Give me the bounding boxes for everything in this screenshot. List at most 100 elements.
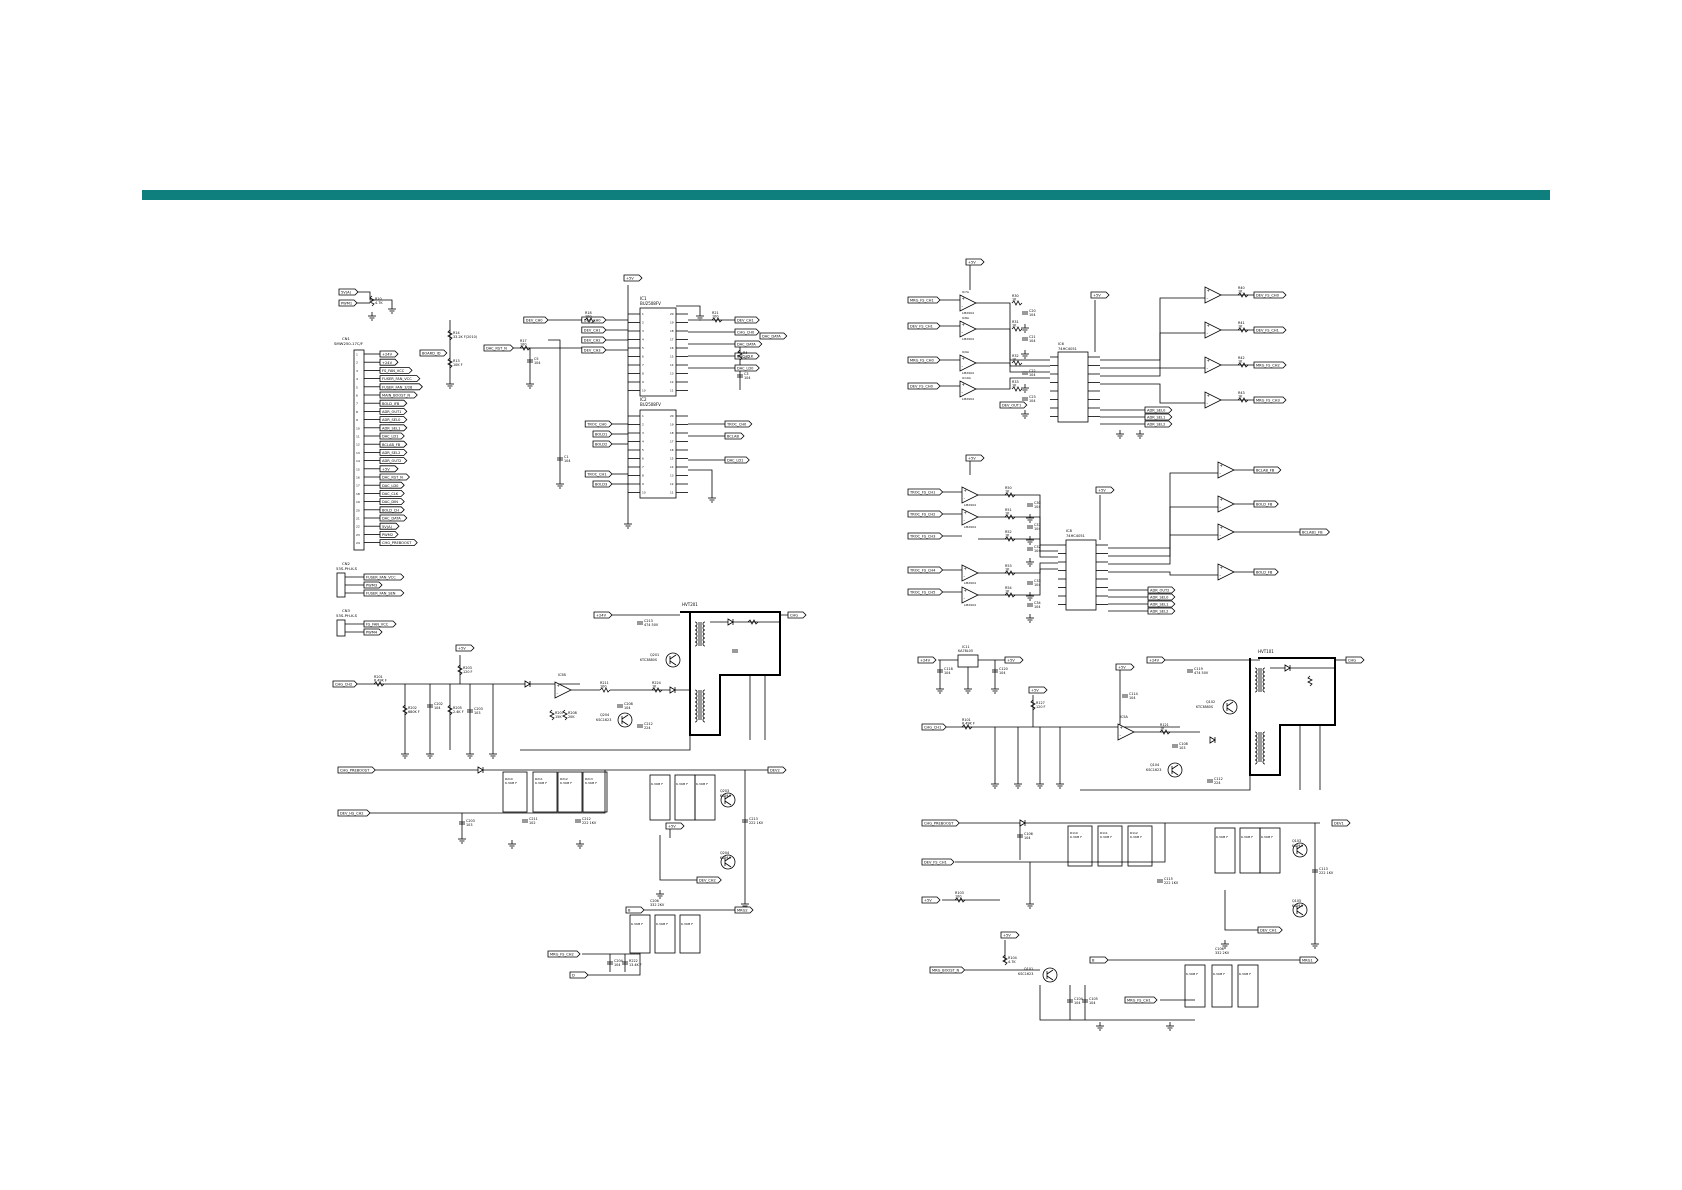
wire [976, 328, 1050, 367]
wire [955, 823, 1166, 863]
dev-r-val-1: 6.34M F [535, 781, 547, 785]
right-mid-res-0 [1004, 492, 1016, 498]
right-mid-out-0-text: BCLAB_FB [1256, 469, 1275, 473]
flag-hv-chg-right-text: CHG [1348, 659, 1356, 663]
cn1-signal-11-text: BCLAB_FB [382, 443, 401, 447]
cn3-body [336, 619, 346, 637]
right-top-out-amp-1 [1204, 321, 1222, 339]
right-mid-opamp-part-1: LM2904 [964, 525, 976, 529]
hvt201-xfmr1 [702, 629, 706, 635]
cn1-signal-12-text: ADR_SEL2 [382, 451, 400, 455]
r127-ref: R127 [1036, 701, 1045, 705]
ic2-out-1 [724, 432, 745, 440]
flag-mrg-boost [929, 966, 966, 974]
right-mrg-bank-0 [1184, 964, 1206, 1008]
ic2-in-0-text: TROC_CH0 [586, 423, 607, 427]
flag-right-5v-ic6-text: +5V [1093, 294, 1101, 298]
right-mid-opamp-part-3: LM2904 [964, 581, 976, 585]
right-ic11-ref: IC11 [962, 645, 970, 649]
cn1-signal-18 [379, 498, 405, 506]
ic1-pin-num: 10 [642, 389, 646, 393]
flag-mrg2 [734, 906, 754, 914]
wire [1108, 506, 1218, 557]
right-mid-out-1 [1253, 500, 1279, 508]
right-top-opamp-part-1: LM2904 [962, 337, 974, 341]
right-mid-cap-2-ref: C32 [1034, 545, 1041, 549]
ic2-pin-num: 19 [670, 423, 674, 427]
cn1-signal-17 [379, 489, 405, 497]
cn1-pin-num: 17 [356, 484, 360, 488]
mrg-bank-2 [679, 914, 701, 954]
cn1-signal-5 [379, 391, 418, 399]
wire [1100, 367, 1205, 377]
flag-left-5v-3-text: +5V [668, 825, 676, 829]
right-mid-res-3-val: 1K [1005, 568, 1010, 572]
ic5b-opamp-minus: - [557, 691, 559, 696]
ic1-out-2-text: DAC_DATA [737, 343, 756, 347]
r14 [447, 329, 453, 341]
flag-board-id [419, 349, 448, 357]
cn1-signal-4 [379, 383, 423, 391]
hvt201-xfmr2 [694, 693, 698, 699]
right-mid-res-2-val: 1K [1005, 534, 1010, 538]
r127-val: 120 F [1036, 705, 1046, 709]
ic1-in-0 [581, 316, 607, 324]
ic1-in-3-text: DEV_CH3 [584, 349, 601, 353]
hvt101-xfmr1 [1254, 683, 1258, 689]
ic5b-opamp [554, 681, 572, 699]
cn1-pin-num: 23 [356, 533, 360, 537]
right-top-opamp-3-plus: + [962, 382, 965, 387]
q204-part: KSC1623 [596, 718, 611, 722]
q102-ref: Q102 [1206, 700, 1215, 704]
right-top-opamp-3 [959, 380, 977, 398]
ic1-pin-num: 18 [670, 329, 674, 333]
right-mid-out-amp-1-minus: - [1220, 505, 1222, 510]
right-mid-out-amp-0-plus: + [1220, 463, 1223, 468]
right-dev-bank-0 [1067, 825, 1093, 867]
c119-ref: C119 [1194, 667, 1203, 671]
right-mid-cap-0-ref: C30 [1034, 501, 1041, 505]
hvt201-xfmr2 [694, 717, 698, 723]
r13-val: 10K F [453, 363, 463, 367]
right-mrg-val-1: 6.34M F [1213, 972, 1225, 976]
ic1-pin-num: 16 [670, 346, 674, 350]
right-top-res-3 [1011, 386, 1023, 392]
cn1-signal-1-text: +24V [382, 361, 393, 365]
cn2-signal-0 [363, 573, 405, 581]
ic2-in-4 [592, 480, 613, 488]
c5-val: 104 [534, 361, 540, 365]
right-mid-sel-0-text: ADR_OUT2 [1150, 589, 1169, 593]
flag-right-5v-amp [1115, 663, 1135, 671]
c211-ref: C211 [529, 817, 538, 821]
r203-val: 120 F [463, 670, 473, 674]
right-top-res-3-ref: R33 [1012, 380, 1019, 384]
c119-val: 474 50V [1194, 671, 1209, 675]
ic1-out-2 [734, 340, 763, 348]
right-ic11-part: KA78L05 [958, 649, 973, 653]
r208-val: 20K [568, 715, 575, 719]
right-mid-in-2-text: TROC_FS_CH3 [909, 535, 935, 539]
ic2-pin-num: 20 [670, 414, 674, 418]
wire [520, 735, 691, 751]
flag-right-24v-hv-text: +24V [1149, 659, 1160, 663]
right-mid-res-4 [1004, 592, 1016, 598]
dev-r-ref-1: R211 [535, 777, 543, 781]
right-mid-res-3 [1004, 570, 1016, 576]
cn1-signal-8-text: ADR_SEL0 [382, 418, 401, 422]
right-top-out-res-3-ref: R43 [1238, 391, 1245, 395]
right-mid-opamp-3-minus: - [964, 574, 966, 579]
right-top-opamp-1 [959, 320, 977, 338]
right-ic8-part: 74HC4051 [1066, 534, 1085, 538]
c206-val: 332 2KV [650, 903, 665, 907]
cn1-signal-17-text: DAC_CLK [382, 492, 399, 496]
cn1-pin-num: 13 [356, 451, 360, 455]
dev-hv-val-1: 6.34M F [676, 782, 688, 786]
ic2-pin-num: 7 [642, 465, 644, 469]
cn1-signal-10 [379, 432, 405, 440]
right-ic11-body [957, 654, 979, 668]
hvt101-xfmr2 [1262, 747, 1266, 753]
flag-dev-ch2 [696, 876, 722, 884]
c108-ref: C108 [1179, 742, 1188, 746]
ic2-pin-num: 9 [642, 482, 644, 486]
cn1-pin-num: 20 [356, 508, 360, 512]
